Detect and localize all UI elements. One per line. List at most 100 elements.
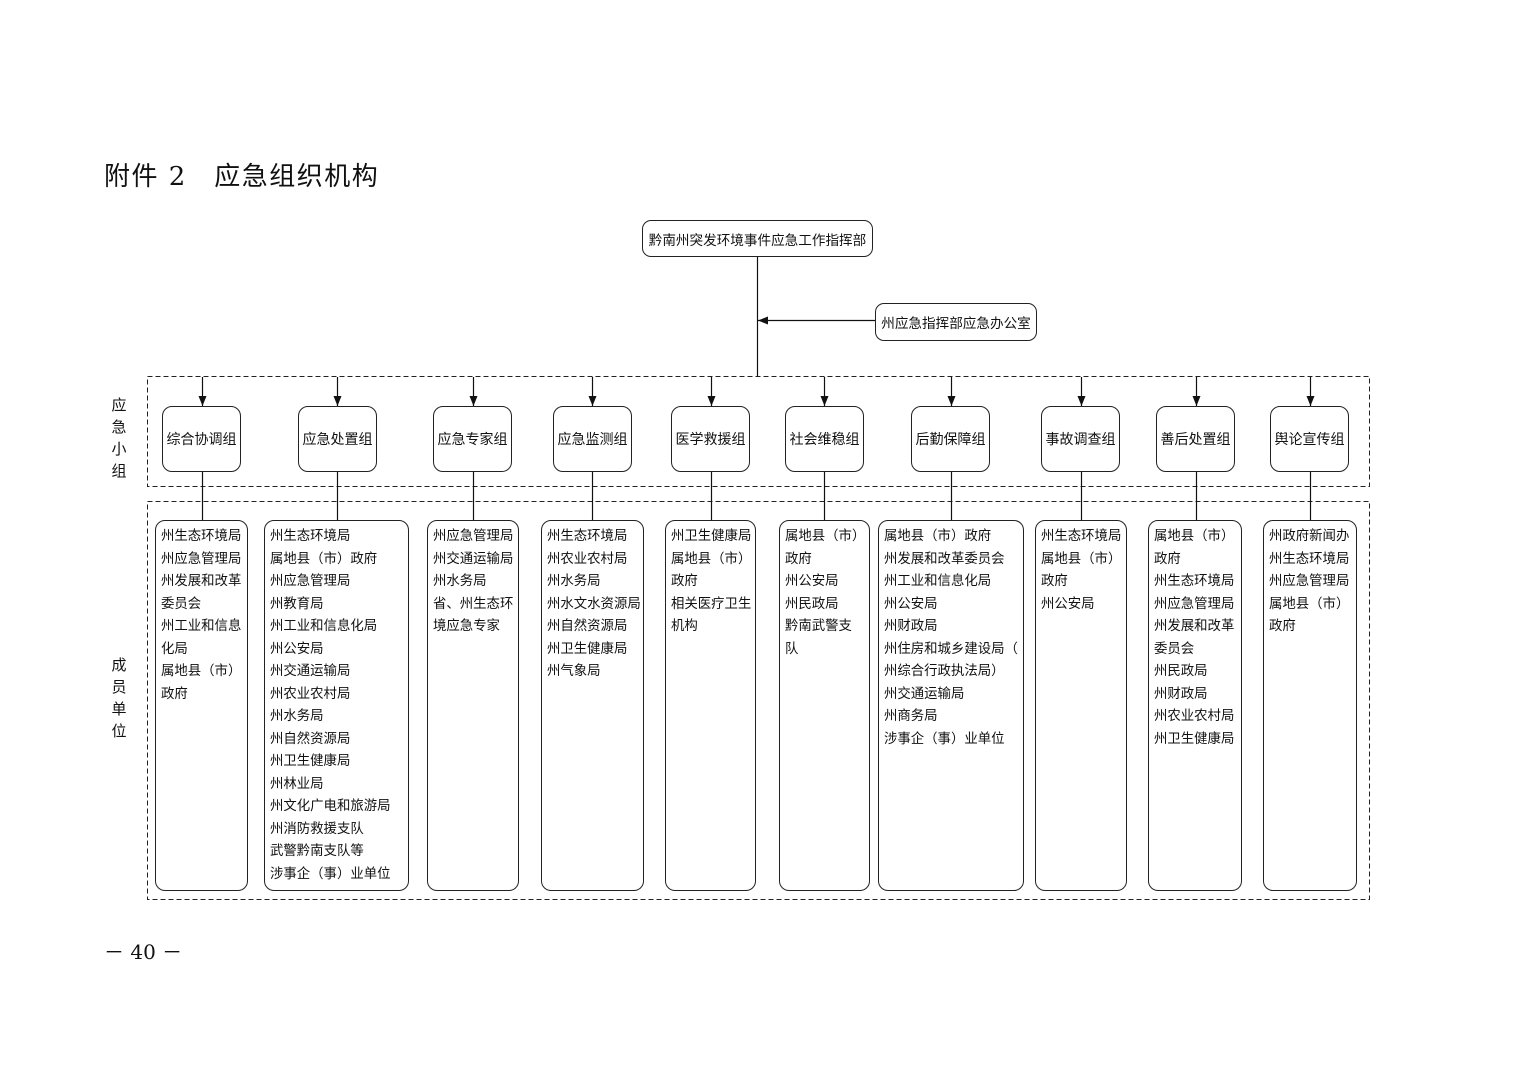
- member-unit: 州财政局: [1154, 686, 1208, 702]
- member-unit: 州自然资源局: [270, 731, 351, 747]
- member-unit: 州水务局: [547, 574, 601, 589]
- group-label: 综合协调组: [166, 432, 237, 448]
- member-box-5: 州卫生健康局属地县（市） 政府相关医疗卫生机构: [665, 520, 756, 891]
- member-unit: 属地县（市）: [785, 529, 866, 544]
- member-unit: 政府: [1041, 574, 1068, 589]
- member-unit: 政府: [1269, 619, 1296, 634]
- member-unit: 政府: [1154, 551, 1181, 567]
- group-label: 应急处置组: [302, 432, 373, 448]
- member-unit: 州卫生健康局: [671, 529, 752, 544]
- member-unit: 州发展和改革: [161, 574, 242, 589]
- member-unit: 属地县（市）政府: [270, 551, 378, 567]
- member-unit: 政府: [785, 551, 812, 567]
- member-unit: 州水务局: [433, 574, 487, 589]
- member-unit: 州生态环境局: [1041, 529, 1122, 544]
- member-unit: 州卫生健康局: [547, 641, 628, 657]
- member-unit: 涉事企（事）业单位: [884, 731, 1005, 747]
- office-label: 州应急指挥部应急办公室: [881, 316, 1031, 332]
- member-unit: 州发展和改革委员会: [884, 551, 1005, 567]
- member-unit: 省、州生态环: [433, 596, 514, 612]
- member-unit: 州综合行政执法局）: [884, 664, 1005, 679]
- member-unit: 州政府新闻办: [1269, 529, 1350, 544]
- member-unit: 队: [785, 641, 799, 657]
- member-unit: 州应急管理局: [433, 529, 514, 544]
- member-unit: 州工业和信息化局: [270, 619, 378, 634]
- member-unit: 州农业农村局: [270, 686, 351, 702]
- member-unit: 属地县（市）政府: [884, 529, 992, 544]
- member-unit: 州生态环境局: [1269, 551, 1350, 567]
- member-unit: 州林业局: [270, 776, 324, 792]
- side-label-groups: 应急小组: [111, 396, 127, 480]
- member-unit: 州水文水资源局: [547, 596, 641, 612]
- group-box-9: 善后处置组: [1156, 406, 1235, 472]
- member-unit: 州消防救援支队: [270, 821, 364, 837]
- member-unit: 政府: [671, 574, 698, 589]
- group-box-5: 医学救援组: [671, 406, 750, 472]
- office-box: 州应急指挥部应急办公室: [875, 303, 1037, 341]
- member-box-8: 州生态环境局属地县（市）政府州公安局: [1035, 520, 1127, 891]
- side-label-members: 成员单位: [111, 656, 127, 740]
- group-box-6: 社会维稳组: [785, 406, 864, 472]
- member-unit: 州交通运输局: [433, 551, 514, 567]
- member-unit: 州应急管理局: [270, 574, 351, 589]
- member-unit: 州民政局: [1154, 664, 1208, 679]
- member-unit: 州生态环境局: [1154, 574, 1235, 589]
- member-unit: 州农业农村局: [547, 551, 628, 567]
- group-connectors: [198, 377, 1315, 520]
- member-unit: 州公安局: [884, 596, 938, 612]
- member-unit: 州生态环境局: [547, 529, 628, 544]
- member-unit: 武警黔南支队等: [270, 844, 364, 859]
- member-box-3: 州应急管理局州交通运输局州水务局省、州生态环境应急专家: [427, 520, 519, 891]
- member-unit: 州生态环境局: [161, 529, 242, 544]
- group-box-2: 应急处置组: [298, 406, 377, 472]
- member-box-4: 州生态环境局州农业农村局州水务局州水文水资源局州自然资源局州卫生健康局州气象局: [541, 520, 644, 891]
- member-unit: 州教育局: [270, 596, 324, 612]
- member-box-7: 属地县（市）政府州发展和改革委员会州工业和信息化局州公安局州财政局州住房和城乡建…: [878, 520, 1024, 891]
- group-label: 善后处置组: [1160, 432, 1231, 448]
- group-box-4: 应急监测组: [553, 406, 632, 472]
- member-unit: 相关医疗卫生: [671, 596, 752, 612]
- group-label: 舆论宣传组: [1274, 432, 1345, 448]
- member-unit: 化局: [161, 641, 188, 657]
- group-label: 医学救援组: [675, 432, 746, 448]
- group-label: 应急专家组: [437, 432, 508, 448]
- group-box-7: 后勤保障组: [911, 406, 990, 472]
- member-unit: 州农业农村局: [1154, 709, 1235, 724]
- member-unit: 黔南武警支: [785, 619, 852, 634]
- member-unit: 州应急管理局: [1269, 574, 1350, 589]
- group-box-1: 综合协调组: [162, 406, 241, 472]
- member-unit: 属地县（市）: [1269, 596, 1350, 612]
- member-unit: 机构: [671, 619, 698, 634]
- member-unit: 境应急专家: [433, 619, 500, 634]
- member-unit: 州应急管理局: [161, 551, 242, 567]
- headquarters-box: 黔南州突发环境事件应急工作指挥部: [642, 220, 873, 257]
- headquarters-label: 黔南州突发环境事件应急工作指挥部: [648, 232, 867, 249]
- group-label: 应急监测组: [557, 432, 628, 448]
- group-label: 后勤保障组: [915, 432, 986, 448]
- member-unit: 州商务局: [884, 709, 938, 724]
- group-box-10: 舆论宣传组: [1270, 406, 1349, 472]
- member-unit: 州卫生健康局: [270, 754, 351, 769]
- member-unit: 属地县（市）: [1041, 551, 1122, 567]
- member-unit: 州公安局: [270, 641, 324, 657]
- member-unit: 州卫生健康局: [1154, 731, 1235, 747]
- member-unit: 州工业和信息: [161, 619, 242, 634]
- page-number: － 40 －: [104, 940, 183, 964]
- group-label: 社会维稳组: [789, 432, 860, 448]
- member-unit: 属地县（市）: [671, 551, 752, 567]
- member-unit: 州工业和信息化局: [884, 574, 992, 589]
- member-unit: 委员会: [161, 596, 202, 612]
- member-unit: 属地县（市）: [1154, 529, 1235, 544]
- group-box-3: 应急专家组: [433, 406, 512, 472]
- member-box-1: 州生态环境局州应急管理局州发展和改革委员会州工业和信息化局属地县（市）政府: [155, 520, 248, 891]
- group-box-8: 事故调查组: [1041, 406, 1120, 472]
- member-unit: 州财政局: [884, 619, 938, 634]
- member-unit: 州应急管理局: [1154, 596, 1235, 612]
- member-unit: 涉事企（事）业单位: [270, 866, 391, 882]
- member-unit: 州水务局: [270, 709, 324, 724]
- member-unit: 州气象局: [547, 664, 601, 679]
- member-box-9: 属地县（市）政府州生态环境局州应急管理局州发展和改革委员会州民政局州财政局州农业…: [1148, 520, 1242, 891]
- member-box-6: 属地县（市）政府州公安局州民政局黔南武警支队: [779, 520, 870, 891]
- member-unit: 州公安局: [785, 574, 839, 589]
